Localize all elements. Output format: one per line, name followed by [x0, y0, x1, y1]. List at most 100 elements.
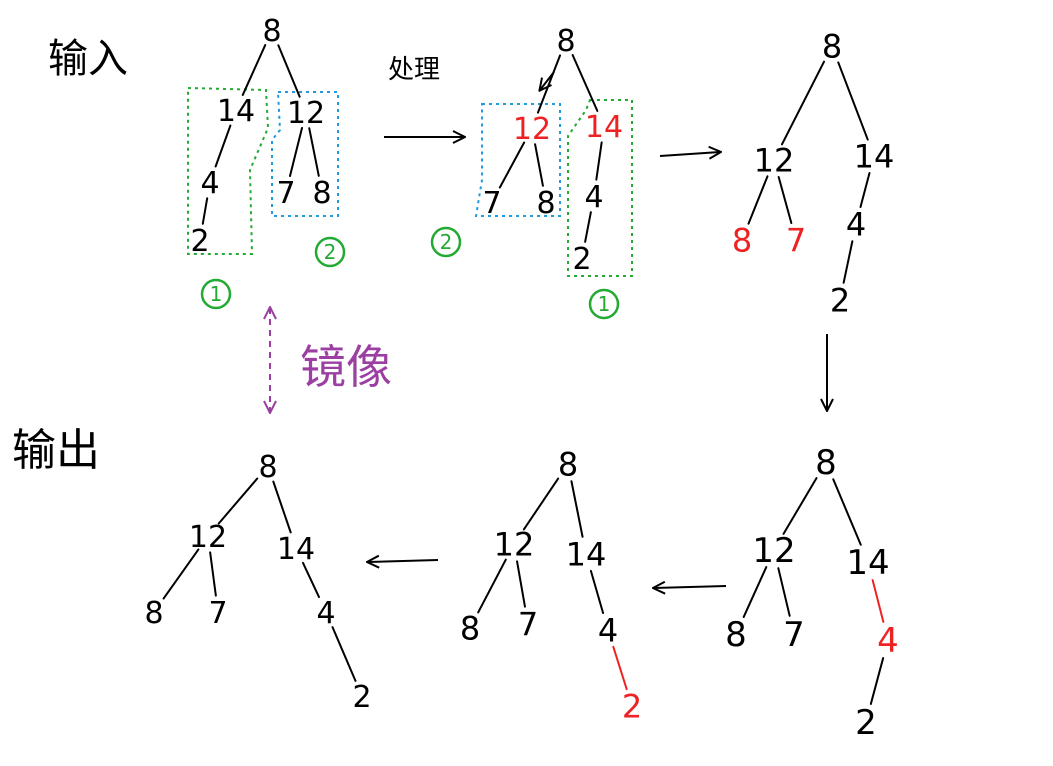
tree-node: 8 — [815, 443, 837, 483]
tree-node: 14 — [566, 536, 607, 574]
process-label: 处理 — [388, 55, 440, 85]
tree-node: 14 — [854, 138, 895, 176]
tree-edge — [859, 172, 871, 208]
tree-edge — [571, 54, 599, 112]
tree-node: 14 — [217, 94, 255, 129]
tree-node: 8 — [725, 615, 747, 655]
tree-node: 7 — [276, 176, 295, 211]
arrow-step4-to-output — [368, 560, 439, 562]
tree-node: 4 — [584, 180, 603, 215]
tree-edge — [162, 548, 200, 600]
tree-edge — [871, 579, 885, 623]
marker-one-text-moved: 1 — [598, 292, 611, 316]
tree-node: 8 — [556, 24, 575, 59]
tree-edge — [277, 44, 301, 98]
group-two-box-moved — [474, 103, 561, 217]
tree-edge — [534, 143, 544, 187]
tree-node: 2 — [572, 242, 591, 277]
tree-edge — [536, 54, 562, 114]
mirror-label: 镜像 — [300, 340, 392, 394]
tree-node: 7 — [786, 222, 806, 260]
tree-edge — [742, 566, 768, 618]
marker-two-circle — [314, 236, 346, 268]
tree-edge — [777, 175, 793, 225]
tree-edge — [209, 551, 217, 597]
tree-node: 4 — [316, 596, 335, 631]
tree-node: 8 — [732, 222, 752, 260]
tree-node: 8 — [822, 28, 842, 66]
tree-node: 4 — [846, 206, 866, 244]
tree-node: 14 — [585, 110, 623, 145]
tree-edge — [522, 477, 560, 531]
tree-edge — [214, 124, 232, 168]
tree-edge — [584, 211, 592, 243]
tree-edge — [832, 478, 862, 546]
tree-node: 8 — [536, 186, 555, 221]
tree-node: 7 — [518, 606, 538, 644]
tree-node: 7 — [482, 186, 501, 221]
tree-node: 14 — [277, 532, 315, 567]
tree-edge — [747, 175, 769, 225]
tree-edge — [782, 477, 818, 535]
tree-output: 8 12 14 8 7 4 2 — [144, 450, 371, 715]
tree-node: 8 — [262, 14, 281, 49]
tree-edge — [595, 141, 603, 181]
tree-edge — [241, 44, 267, 96]
tree-node: 2 — [830, 282, 850, 320]
marker-two-circle-moved — [430, 226, 462, 258]
tree-node: 12 — [189, 520, 227, 555]
tree-edge — [612, 645, 628, 691]
output-label: 输出 — [12, 425, 100, 476]
group-one-box-moved — [567, 99, 633, 277]
tree-edge — [780, 60, 826, 146]
tree-edge — [201, 197, 209, 225]
tree-edge — [477, 558, 507, 614]
tree-edge — [308, 127, 320, 177]
tree-node: 4 — [598, 612, 618, 650]
tree-edge — [289, 127, 303, 177]
tree-node: 2 — [855, 703, 877, 743]
tree-node: 2 — [190, 224, 209, 259]
tree-node: 12 — [754, 142, 795, 180]
tree-node: 8 — [558, 446, 578, 484]
marker-two-text: 2 — [324, 240, 337, 264]
tree-node: 12 — [287, 96, 325, 131]
tree-node: 12 — [494, 526, 535, 564]
input-label: 输入 — [48, 36, 128, 82]
tree-edge — [498, 141, 526, 189]
tree-node: 8 — [258, 450, 277, 485]
tree-edge — [302, 561, 320, 599]
tree-node: 2 — [622, 688, 642, 726]
tree-node: 8 — [312, 176, 331, 211]
tree-node: 2 — [352, 680, 371, 715]
tree-node: 4 — [200, 166, 219, 201]
tree-node: 7 — [208, 596, 227, 631]
tree-edge — [842, 240, 854, 284]
tree-node: 12 — [752, 531, 795, 571]
arrow-step3-to-step4 — [654, 586, 727, 588]
tree-node: 7 — [783, 615, 805, 655]
tree-edge — [777, 567, 791, 617]
tree-node: 12 — [513, 112, 551, 147]
tree-node: 4 — [877, 621, 899, 661]
tree-node: 8 — [144, 596, 163, 631]
marker-one-text: 1 — [210, 282, 223, 306]
arrow-step1-to-step2 — [659, 152, 720, 156]
tree-edge — [516, 560, 526, 608]
tree-edge — [837, 61, 869, 141]
marker-two-text-moved: 2 — [440, 230, 453, 254]
group-one-box — [187, 86, 270, 255]
tree-edge — [869, 657, 885, 705]
tree-node: 14 — [846, 543, 889, 583]
group-two-box — [271, 91, 339, 217]
tree-edge — [589, 569, 605, 615]
tree-node: 8 — [460, 610, 480, 648]
marker-one-circle-moved — [588, 288, 620, 320]
